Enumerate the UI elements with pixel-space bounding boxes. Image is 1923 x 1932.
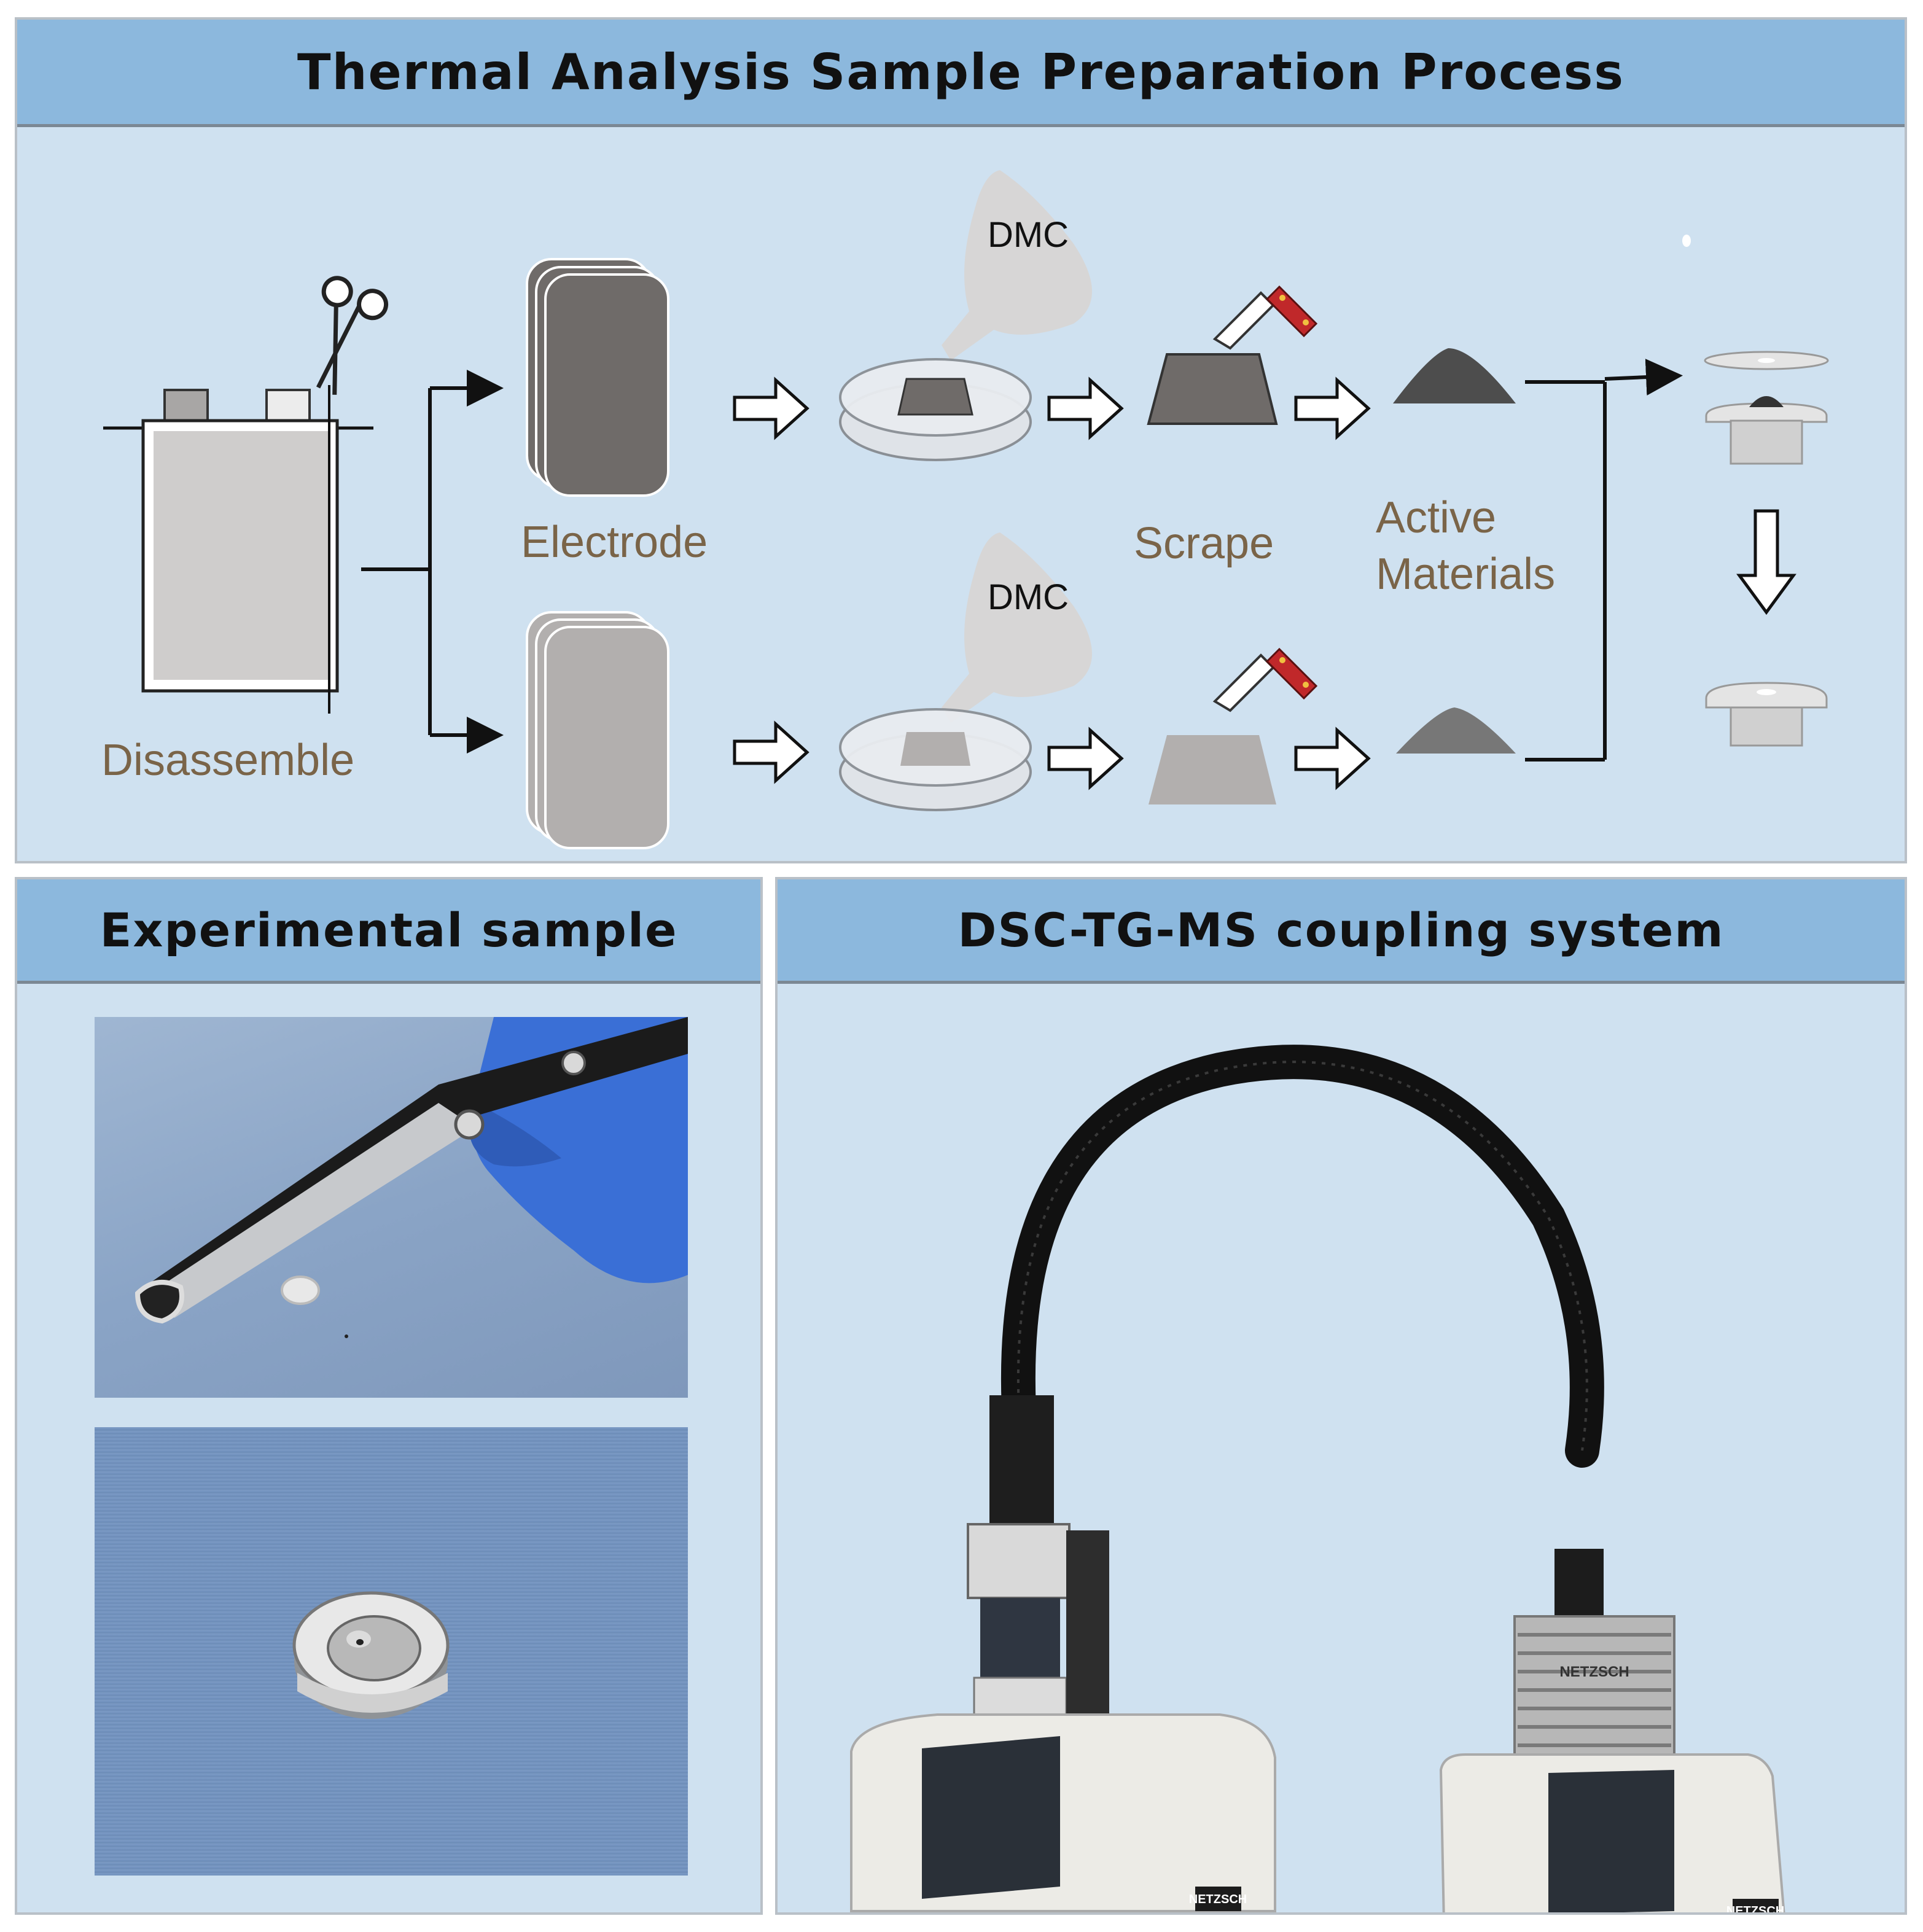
preparation-process-header: Thermal Analysis Sample Preparation Proc… [17,20,1905,127]
disassemble-label: Disassemble [101,736,355,785]
preparation-process-title: Thermal Analysis Sample Preparation Proc… [297,43,1625,101]
tweezers-crucible-photo [95,1017,688,1398]
dsc-tg-ms-header: DSC-TG-MS coupling system [778,879,1905,984]
preparation-process-panel: Thermal Analysis Sample Preparation Proc… [15,17,1907,863]
dmc-label-top: DMC [988,215,1069,255]
anode-electrode-stack [526,611,669,849]
crucible-closeup-photo [95,1427,688,1876]
flow-arrows-top [733,376,1371,440]
brand-label-cage: NETZSCH [1559,1664,1629,1680]
brand-label-right: NETZSCH [1726,1904,1784,1912]
ms-instrument: NETZSCH NETZSCH [1439,1549,1785,1912]
white-mark [1682,235,1691,247]
dmc-label-bottom: DMC [988,577,1069,617]
split-connector [361,370,504,754]
scrape-label: Scrape [1134,519,1274,568]
active-materials-label-line2: Materials [1376,550,1556,599]
cathode-electrode-stack [526,258,669,497]
experimental-sample-header: Experimental sample [17,879,760,984]
experimental-sample-panel: Experimental sample [15,877,763,1915]
experimental-sample-title: Experimental sample [99,903,678,957]
knife-icon-bottom [1212,647,1318,712]
battery-cell-icon [103,385,373,714]
electrode-label: Electrode [521,518,708,567]
sta-instrument: NETZSCH [850,1395,1276,1912]
dmc-bottle-top: DMC [942,170,1092,360]
scraped-cathode-sheet [1147,353,1278,425]
petri-dish-bottom [839,708,1032,811]
knife-icon-top [1212,285,1318,350]
brand-label-left: NETZSCH [1189,1893,1247,1906]
anode-powder-pile [1396,707,1516,754]
dsc-tg-ms-panel: DSC-TG-MS coupling system NETZSCH [775,877,1907,1915]
merge-connector [1525,359,1683,762]
cathode-powder-pile [1393,348,1516,403]
process-flow-diagram: DMC DMC [103,170,1829,849]
coupling-system-photo: NETZSCH NETZSCH NETZSCH [850,1045,1785,1912]
scraped-anode-sheet [1149,735,1276,804]
active-materials-label-line1: Active [1376,493,1497,542]
petri-dish-top [839,358,1032,461]
dmc-bottle-bottom: DMC [942,532,1092,723]
transfer-hose [1001,1045,1604,1468]
sealed-crucible [1705,682,1828,747]
flow-arrows-bottom [733,720,1371,790]
crucible-with-sample [1704,351,1829,465]
down-arrow [1736,509,1796,615]
scissors-icon [316,276,389,395]
dsc-tg-ms-title: DSC-TG-MS coupling system [958,903,1725,957]
